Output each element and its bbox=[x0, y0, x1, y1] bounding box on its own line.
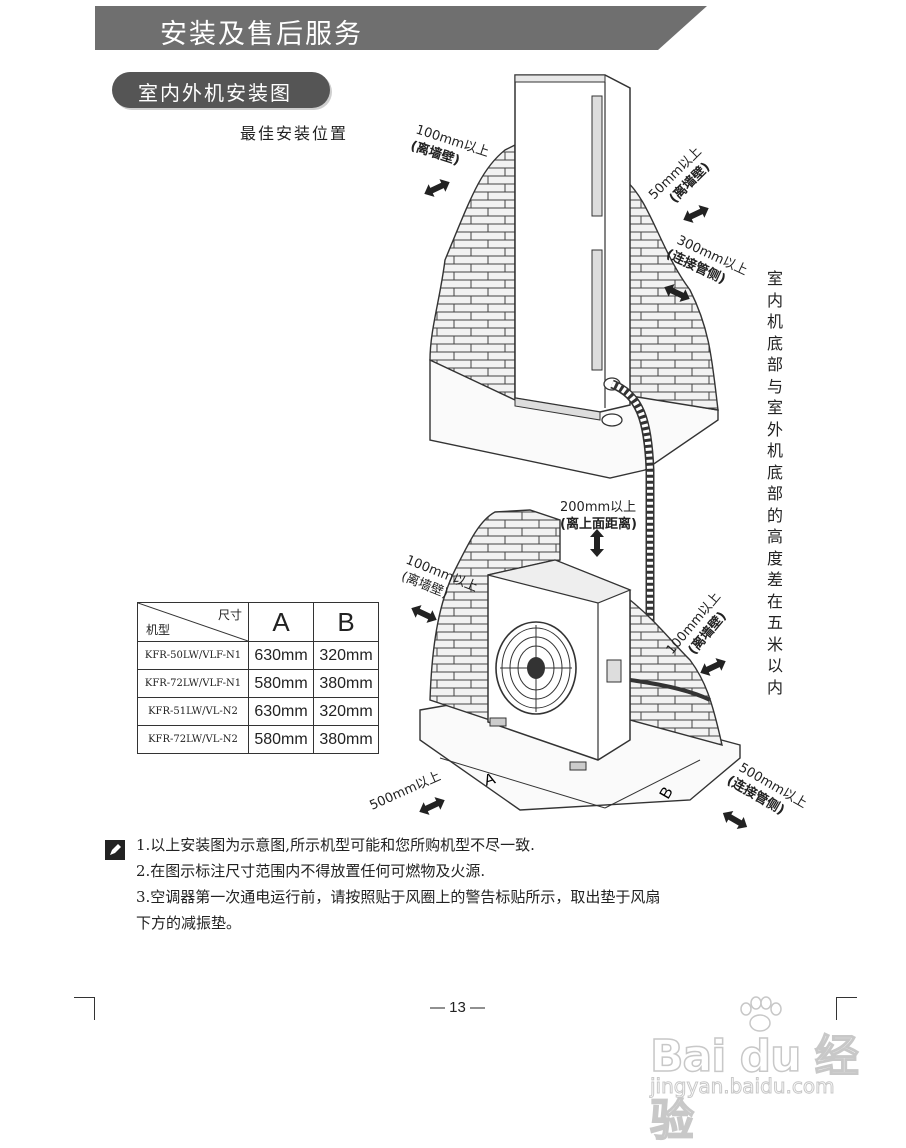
outdoor-right-arrow-icon bbox=[697, 654, 729, 680]
model-cell: KFR-50LW/VLF-N1 bbox=[137, 641, 249, 670]
b-value: 320mm bbox=[313, 641, 379, 670]
dimension-a-label: A bbox=[482, 770, 497, 789]
a-value: 580mm bbox=[248, 725, 314, 754]
model-cell: KFR-51LW/VL-N2 bbox=[137, 697, 249, 726]
column-b-header: B bbox=[313, 602, 379, 642]
baidu-watermark: Bai du 经验 jingyan.baidu.com bbox=[649, 996, 860, 1147]
watermark-url: jingyan.baidu.com bbox=[650, 1074, 836, 1099]
table-row: KFR-72LW/VLF-N1 580mm 380mm bbox=[137, 669, 379, 698]
installation-notes: 1.以上安装图为示意图,所示机型可能和您所购机型不尽一致. 2.在图示标注尺寸范… bbox=[108, 832, 660, 936]
a-value: 630mm bbox=[248, 641, 314, 670]
b-value: 320mm bbox=[313, 697, 379, 726]
outdoor-above-label-1: 200mm以上 bbox=[560, 500, 636, 515]
section-pill bbox=[112, 72, 330, 108]
crop-mark-right bbox=[836, 997, 857, 1020]
header-band bbox=[95, 6, 707, 50]
note-line-1: 1.以上安装图为示意图,所示机型可能和您所购机型不尽一致. bbox=[136, 836, 535, 854]
table-row: KFR-51LW/VL-N2 630mm 320mm bbox=[137, 697, 379, 726]
note-line-4: 下方的减振垫。 bbox=[136, 914, 242, 932]
column-a-header: A bbox=[248, 602, 314, 642]
indoor-left-arrow-icon bbox=[421, 175, 453, 201]
b-value: 380mm bbox=[313, 669, 379, 698]
model-cell: KFR-72LW/VL-N2 bbox=[137, 725, 249, 754]
crop-mark-left bbox=[74, 997, 95, 1020]
note-line-2: 2.在图示标注尺寸范围内不得放置任何可燃物及火源. bbox=[136, 862, 486, 880]
a-value: 580mm bbox=[248, 669, 314, 698]
table-row: KFR-72LW/VL-N2 580mm 380mm bbox=[137, 725, 379, 754]
paw-icon bbox=[740, 996, 782, 1032]
outdoor-pipe-arrow-icon bbox=[719, 806, 751, 834]
pen-icon bbox=[105, 840, 125, 860]
outdoor-above-arrow-icon bbox=[590, 529, 604, 557]
outdoor-side-wall bbox=[629, 598, 723, 746]
outdoor-left-arrow-icon bbox=[408, 601, 440, 627]
table-corner-header: 尺寸 机型 bbox=[137, 602, 249, 642]
outdoor-above-label-2: (离上面距离) bbox=[560, 516, 637, 532]
outdoor-front-arrow-icon bbox=[416, 793, 448, 819]
table-row: KFR-50LW/VLF-N1 630mm 320mm bbox=[137, 641, 379, 670]
size-header: 尺寸 bbox=[217, 608, 242, 622]
outdoor-unit bbox=[487, 559, 632, 771]
page-number: — 13 — bbox=[430, 999, 486, 1016]
height-difference-note: 室内机底部与室外机底部的高度差在五米以内 bbox=[766, 269, 783, 697]
model-cell: KFR-72LW/VLF-N1 bbox=[137, 669, 249, 698]
indoor-right-arrow-icon bbox=[680, 201, 712, 227]
dimension-table: 尺寸 机型 A B KFR-50LW/VLF-N1 630mm 320mm KF… bbox=[137, 602, 379, 754]
indoor-unit bbox=[514, 74, 631, 427]
b-value: 380mm bbox=[313, 725, 379, 754]
section-title: 室内外机安装图 bbox=[138, 81, 292, 105]
a-value: 630mm bbox=[248, 697, 314, 726]
best-position-caption: 最佳安装位置 bbox=[240, 124, 349, 143]
indoor-side-wall bbox=[624, 178, 719, 411]
note-line-3: 3.空调器第一次通电运行前，请按照贴于风圈上的警告标贴所示，取出垫于风扇 bbox=[136, 888, 661, 906]
page-title: 安装及售后服务 bbox=[160, 19, 363, 50]
model-header: 机型 bbox=[146, 623, 171, 637]
